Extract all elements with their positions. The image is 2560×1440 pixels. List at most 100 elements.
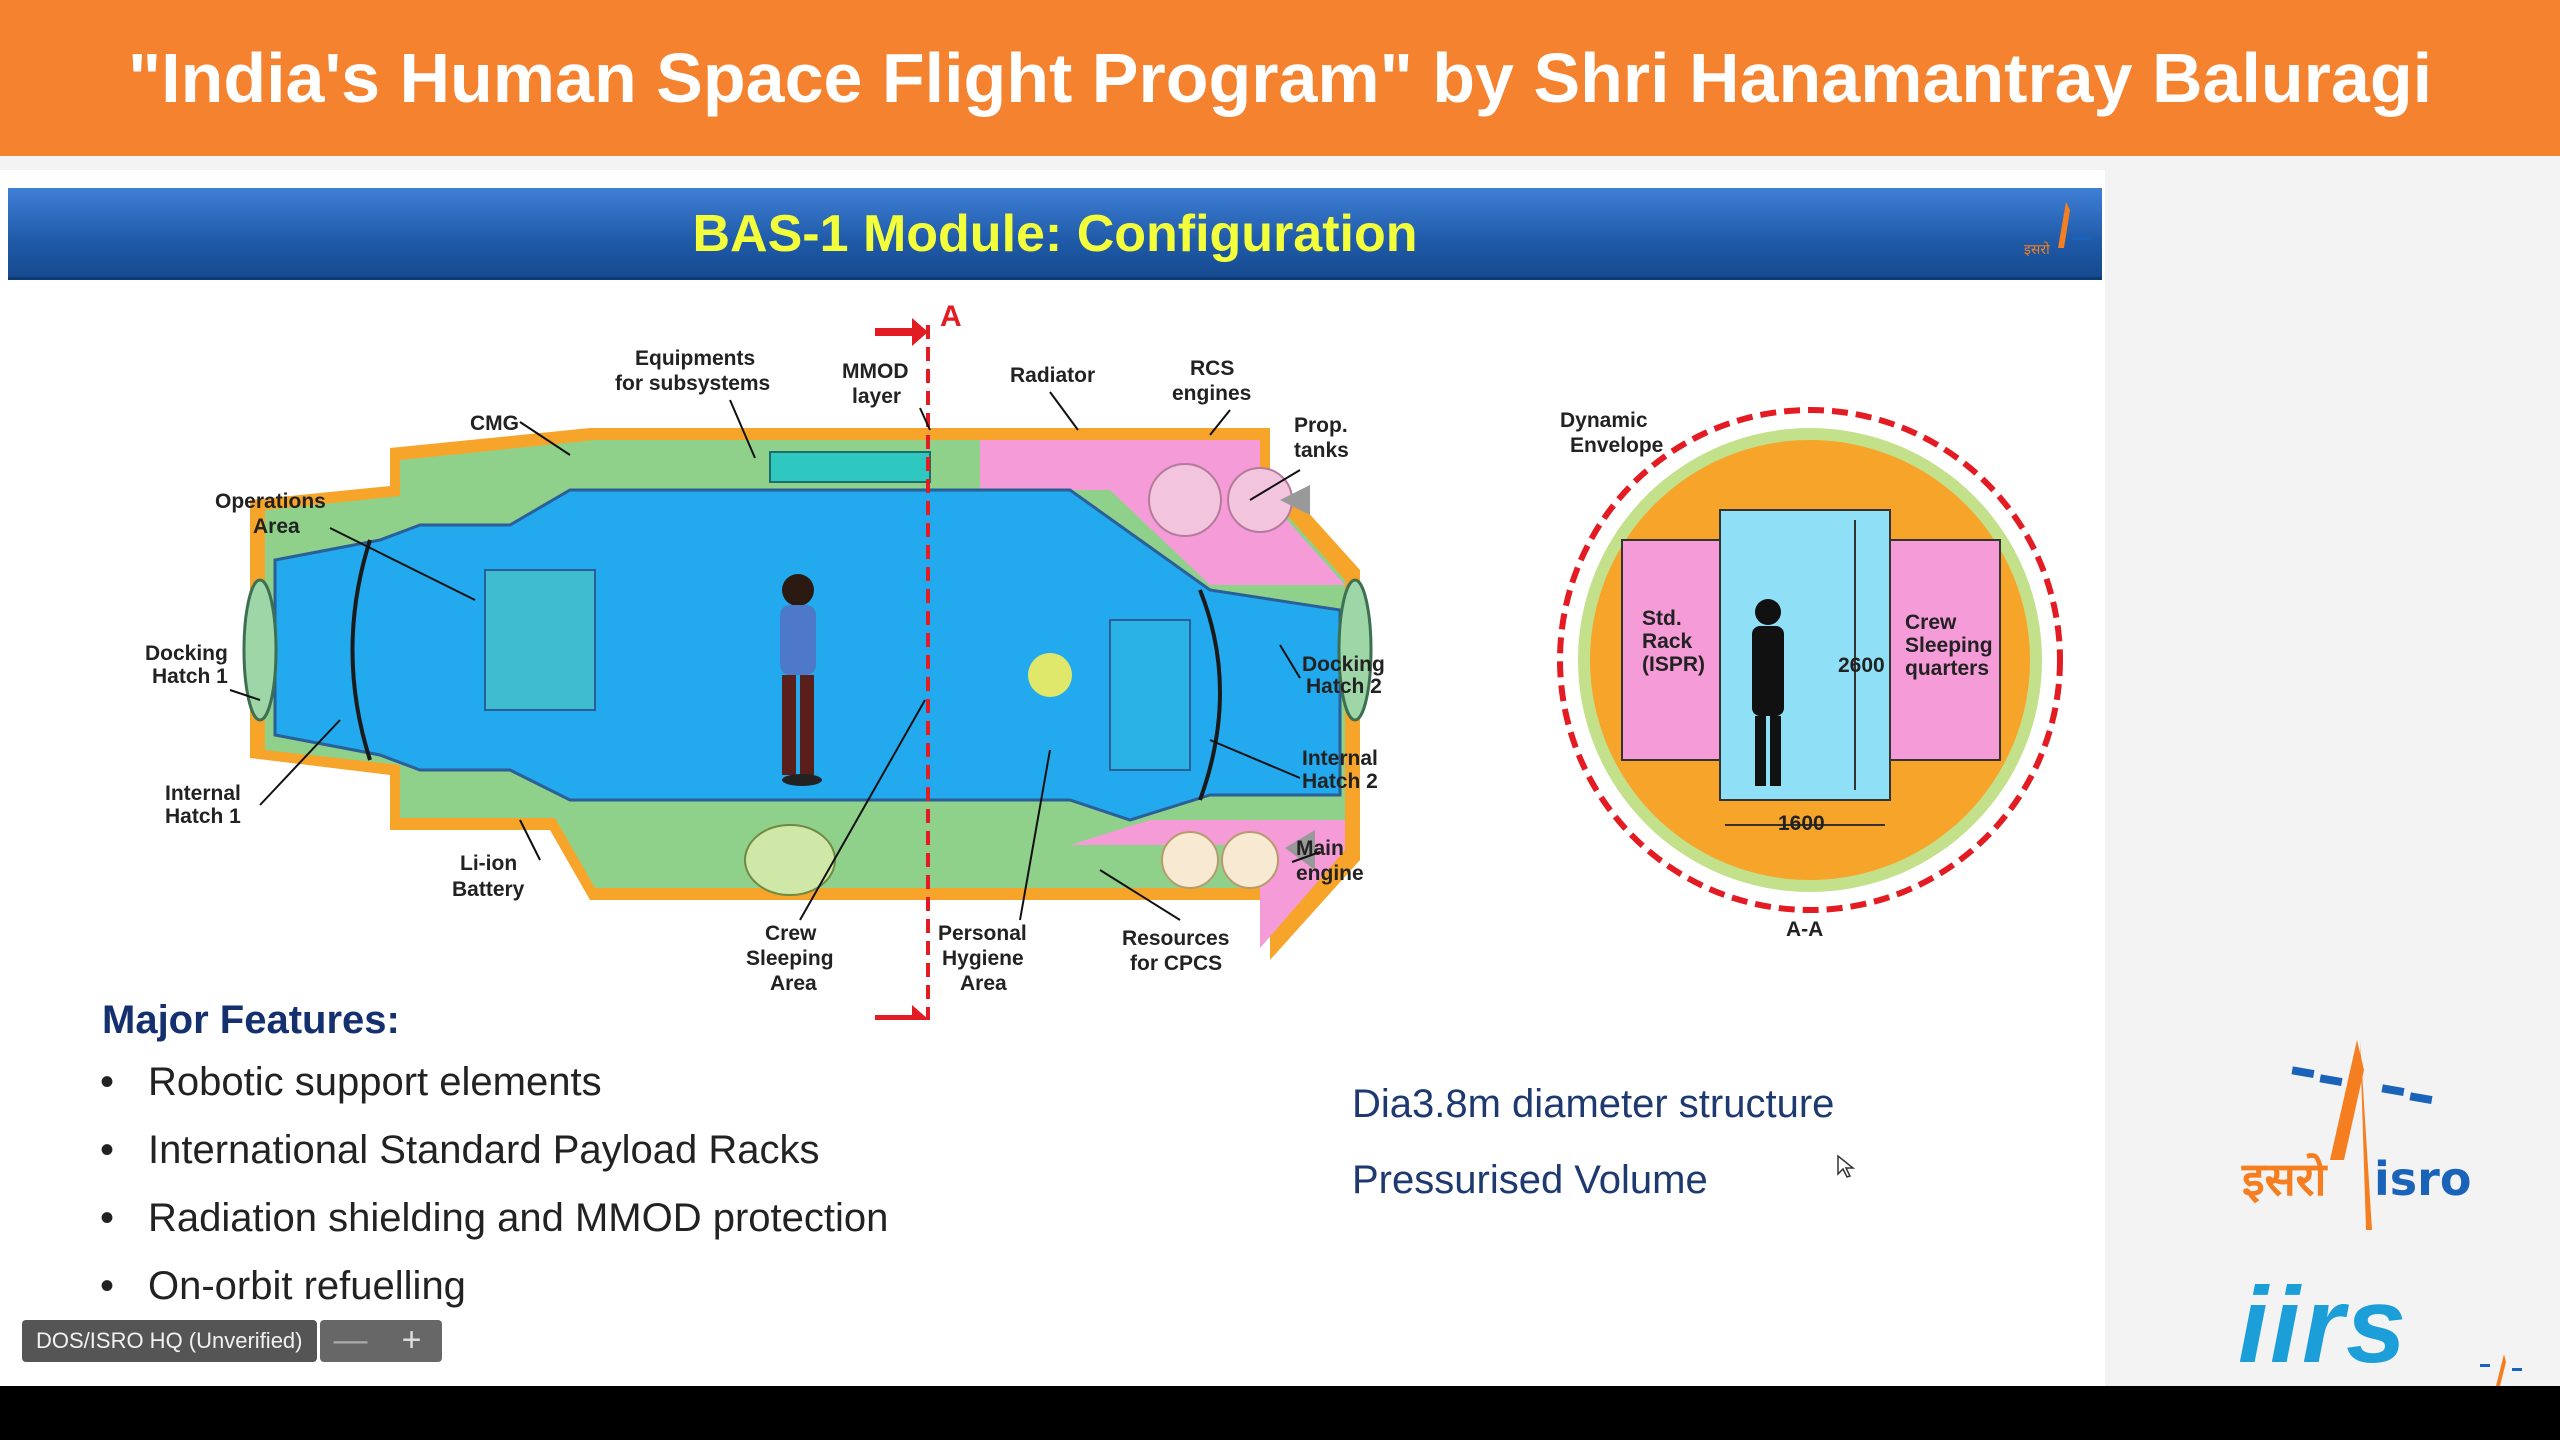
label-liion-1: Li-ion <box>460 852 517 875</box>
docking-hatch-1-shape <box>242 578 278 722</box>
participant-name-label: DOS/ISRO HQ (Unverified) <box>22 1320 317 1362</box>
label-docking2-2: Hatch 2 <box>1306 675 1382 698</box>
crew-quarters-area <box>1889 539 2001 761</box>
mouse-cursor-icon <box>1837 1154 1856 1178</box>
bottom-black-bar <box>0 1386 2560 1440</box>
isro-logo: इसरो isro <box>2241 1040 2471 1230</box>
features-heading: Major Features: <box>102 998 400 1042</box>
label-cq-1: Crew <box>1905 611 1957 634</box>
bullet: • <box>100 1128 115 1172</box>
hygiene-pod <box>1028 653 1072 697</box>
label-crew-3: Area <box>770 972 817 995</box>
label-hygiene-2: Hygiene <box>942 947 1024 970</box>
corner-watermark-logo <box>2480 1354 2522 1386</box>
internal-hatch-1-shape <box>350 539 372 761</box>
label-internal2-1: Internal <box>1302 747 1378 770</box>
label-docking1-2: Hatch 1 <box>152 665 228 688</box>
main-engine-shape <box>1285 830 1315 870</box>
hygiene-cabinet <box>1109 619 1191 771</box>
diameter-text: Dia3.8m diameter structure <box>1352 1082 1835 1126</box>
section-marker-top: A <box>940 300 962 333</box>
corridor-area <box>1719 509 1891 801</box>
label-docking2-1: Docking <box>1302 653 1385 676</box>
prop-tank-1 <box>1148 463 1222 537</box>
banner <box>0 0 2560 156</box>
label-cmg: CMG <box>470 412 519 435</box>
feature-item: • On-orbit refuelling <box>100 1264 888 1332</box>
label-width: 1600 <box>1778 812 1825 835</box>
person-silhouette <box>1752 599 1784 786</box>
isro-latin-text: isro <box>2374 1152 2471 1206</box>
volume-text: Pressurised Volume <box>1352 1158 1708 1202</box>
label-resources-2: for CPCS <box>1130 952 1222 975</box>
module-diagram: A Equipments for subsystems MMOD layer R… <box>145 300 1385 1020</box>
label-prop-2: tanks <box>1294 439 1349 462</box>
bullet: • <box>100 1196 115 1240</box>
docking-hatch-2-shape <box>1337 578 1373 722</box>
feature-text: On-orbit refuelling <box>148 1264 466 1308</box>
feature-item: • Radiation shielding and MMOD protection <box>100 1196 888 1264</box>
label-radiator: Radiator <box>1010 364 1095 387</box>
operations-console <box>484 569 596 711</box>
label-std-2: Rack <box>1642 630 1693 653</box>
zoom-controls: — + <box>320 1320 442 1362</box>
label-cq-3: quarters <box>1905 657 1989 680</box>
feature-text: Robotic support elements <box>148 1060 602 1104</box>
bullet: • <box>100 1060 115 1104</box>
label-operations-2: Area <box>253 515 300 538</box>
banner-title: "India's Human Space Flight Program" by … <box>127 39 2433 117</box>
label-main-engine-2: engine <box>1296 862 1364 885</box>
std-rack-area <box>1621 539 1721 761</box>
label-liion-2: Battery <box>452 878 525 901</box>
bullet: • <box>100 1264 115 1308</box>
label-std-3: (ISPR) <box>1642 653 1705 676</box>
isro-mini-logo-text: इसरो <box>2024 241 2050 258</box>
label-prop-1: Prop. <box>1294 414 1348 437</box>
label-cq-2: Sleeping <box>1905 634 1993 657</box>
section-caption: A-A <box>1786 918 1823 941</box>
dynamic-envelope <box>1557 407 2063 913</box>
label-docking1-1: Docking <box>145 642 228 665</box>
section-arrow-bottom <box>875 1005 928 1020</box>
label-equipments-2: for subsystems <box>615 372 770 395</box>
label-operations-1: Operations <box>215 490 326 513</box>
feature-text: International Standard Payload Racks <box>148 1128 820 1172</box>
section-arrow-top <box>875 318 928 346</box>
crew-sleeping-pod <box>744 824 836 896</box>
feature-item: • International Standard Payload Racks <box>100 1128 888 1196</box>
prop-nozzle-shape <box>1280 485 1310 515</box>
label-hygiene-3: Area <box>960 972 1007 995</box>
slide-title-bar <box>8 188 2102 280</box>
label-crew-2: Sleeping <box>746 947 834 970</box>
resource-tank-2 <box>1221 831 1279 889</box>
label-hygiene-1: Personal <box>938 922 1027 945</box>
slide-title: BAS-1 Module: Configuration <box>692 205 1418 263</box>
label-internal1-2: Hatch 1 <box>165 805 241 828</box>
resource-tank-1 <box>1161 831 1219 889</box>
iirs-logo: iirs <box>2238 1264 2409 1385</box>
label-mmod-2: layer <box>852 385 901 408</box>
zoom-in-button[interactable]: + <box>401 1321 422 1359</box>
isro-mini-logo: इसरो <box>2024 202 2092 258</box>
equipment-rack <box>769 451 931 483</box>
label-internal1-1: Internal <box>165 782 241 805</box>
label-internal2-2: Hatch 2 <box>1302 770 1378 793</box>
zoom-out-button[interactable]: — <box>333 1321 368 1359</box>
astronaut-figure <box>780 574 822 786</box>
label-equipments-1: Equipments <box>635 347 755 370</box>
section-diagram: Dynamic Envelope Std. Rack (ISPR) Crew S… <box>1557 407 2063 941</box>
isro-hindi-text: इसरो <box>2241 1152 2328 1206</box>
label-mmod-1: MMOD <box>842 360 909 383</box>
label-envelope-1: Dynamic <box>1560 409 1648 432</box>
label-rcs-1: RCS <box>1190 357 1234 380</box>
label-height: 2600 <box>1838 654 1885 677</box>
label-rcs-2: engines <box>1172 382 1251 405</box>
internal-hatch-2-shape <box>1198 589 1222 801</box>
label-resources-1: Resources <box>1122 927 1229 950</box>
label-std-1: Std. <box>1642 607 1682 630</box>
features-list: • Robotic support elements • International… <box>100 1060 888 1332</box>
feature-text: Radiation shielding and MMOD protection <box>148 1196 889 1240</box>
label-main-engine-1: Main <box>1296 837 1344 860</box>
label-envelope-2: Envelope <box>1570 434 1663 457</box>
feature-item: • Robotic support elements <box>100 1060 888 1128</box>
